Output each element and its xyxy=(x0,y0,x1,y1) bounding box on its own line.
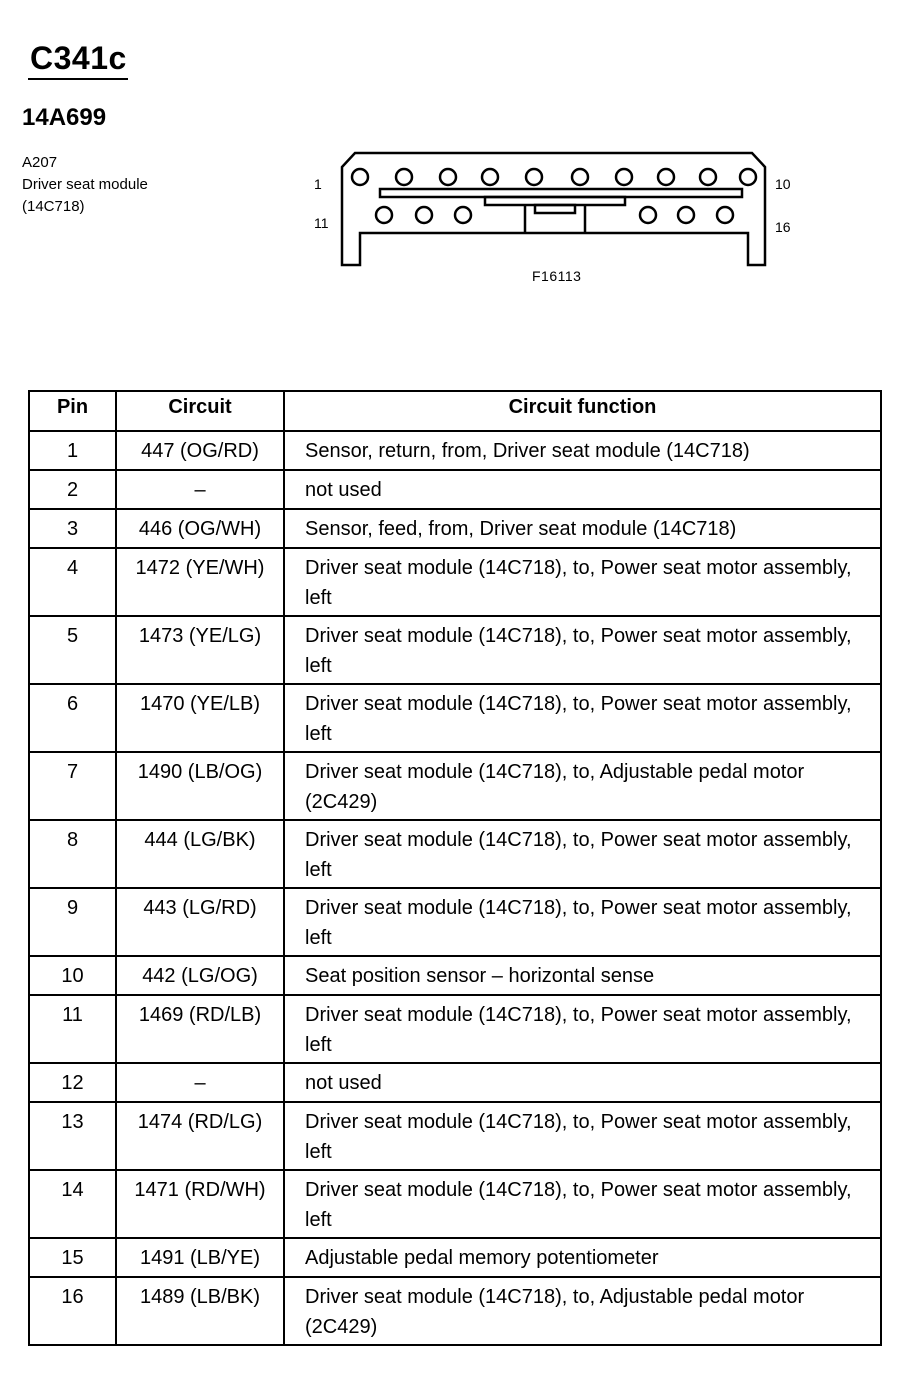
pin-label-11: 11 xyxy=(314,215,329,231)
pin-cell: 4 xyxy=(28,547,117,617)
circuit-cell: 1474 (RD/LG) xyxy=(115,1101,285,1171)
circuit-cell: 1469 (RD/LB) xyxy=(115,994,285,1064)
function-cell: Driver seat module (14C718), to, Power s… xyxy=(283,547,882,617)
table-row: 1 447 (OG/RD) Sensor, return, from, Driv… xyxy=(28,430,882,471)
pin-cell: 3 xyxy=(28,508,117,549)
pin-row-bottom xyxy=(374,205,735,225)
table-row: 15 1491 (LB/YE) Adjustable pedal memory … xyxy=(28,1237,882,1278)
part-number: 14A699 xyxy=(22,104,107,131)
circuit-cell: 1473 (YE/LG) xyxy=(115,615,285,685)
table-row: 11 1469 (RD/LB) Driver seat module (14C7… xyxy=(28,994,882,1064)
function-cell: Seat position sensor – horizontal sense xyxy=(283,955,882,996)
table-row: 4 1472 (YE/WH) Driver seat module (14C71… xyxy=(28,547,882,617)
circuit-cell: 1490 (LB/OG) xyxy=(115,751,285,821)
table-row: 9 443 (LG/RD) Driver seat module (14C718… xyxy=(28,887,882,957)
pin-cell: 8 xyxy=(28,819,117,889)
function-cell: not used xyxy=(283,469,882,510)
header-pin: Pin xyxy=(28,390,117,432)
table-row: 16 1489 (LB/BK) Driver seat module (14C7… xyxy=(28,1276,882,1346)
circuit-cell: 1489 (LB/BK) xyxy=(115,1276,285,1346)
connector-id: C341c xyxy=(30,40,127,76)
circuit-cell: – xyxy=(115,469,285,510)
pin-cell: 9 xyxy=(28,887,117,957)
table-row: 8 444 (LG/BK) Driver seat module (14C718… xyxy=(28,819,882,889)
function-cell: Driver seat module (14C718), to, Power s… xyxy=(283,1101,882,1171)
table-row: 13 1474 (RD/LG) Driver seat module (14C7… xyxy=(28,1101,882,1171)
pin-cell: 11 xyxy=(28,994,117,1064)
function-cell: Driver seat module (14C718), to, Power s… xyxy=(283,1169,882,1239)
pin-cell: 16 xyxy=(28,1276,117,1346)
function-cell: Driver seat module (14C718), to, Adjusta… xyxy=(283,751,882,821)
function-cell: Sensor, feed, from, Driver seat module (… xyxy=(283,508,882,549)
circuit-cell: 443 (LG/RD) xyxy=(115,887,285,957)
header-circuit: Circuit xyxy=(115,390,285,432)
component-code: A207 xyxy=(22,154,58,171)
circuit-cell: 1470 (YE/LB) xyxy=(115,683,285,753)
component-name: Driver seat module xyxy=(22,176,148,193)
table-row: 6 1470 (YE/LB) Driver seat module (14C71… xyxy=(28,683,882,753)
circuit-cell: 444 (LG/BK) xyxy=(115,819,285,889)
pin-cell: 6 xyxy=(28,683,117,753)
function-cell: Driver seat module (14C718), to, Power s… xyxy=(283,994,882,1064)
component-part: (14C718) xyxy=(22,198,85,215)
connector-face-diagram xyxy=(340,151,767,267)
table-row: 10 442 (LG/OG) Seat position sensor – ho… xyxy=(28,955,882,996)
function-cell: Adjustable pedal memory potentiometer xyxy=(283,1237,882,1278)
circuit-cell: – xyxy=(115,1062,285,1103)
table-row: 3 446 (OG/WH) Sensor, feed, from, Driver… xyxy=(28,508,882,549)
pin-row-top xyxy=(350,167,758,187)
function-cell: Driver seat module (14C718), to, Power s… xyxy=(283,615,882,685)
circuit-cell: 1471 (RD/WH) xyxy=(115,1169,285,1239)
pin-table: Pin Circuit Circuit function 1 447 (OG/R… xyxy=(28,390,882,1346)
circuit-cell: 442 (LG/OG) xyxy=(115,955,285,996)
title-underline xyxy=(28,78,128,80)
function-cell: Sensor, return, from, Driver seat module… xyxy=(283,430,882,471)
function-cell: Driver seat module (14C718), to, Power s… xyxy=(283,683,882,753)
circuit-cell: 1472 (YE/WH) xyxy=(115,547,285,617)
table-row: 7 1490 (LB/OG) Driver seat module (14C71… xyxy=(28,751,882,821)
pin-cell: 10 xyxy=(28,955,117,996)
function-cell: Driver seat module (14C718), to, Power s… xyxy=(283,819,882,889)
pin-cell: 15 xyxy=(28,1237,117,1278)
pin-cell: 12 xyxy=(28,1062,117,1103)
pin-cell: 14 xyxy=(28,1169,117,1239)
table-row: 5 1473 (YE/LG) Driver seat module (14C71… xyxy=(28,615,882,685)
header-circuit-function: Circuit function xyxy=(283,390,882,432)
circuit-cell: 446 (OG/WH) xyxy=(115,508,285,549)
function-cell: not used xyxy=(283,1062,882,1103)
component-info: A207 Driver seat module (14C718) xyxy=(22,152,148,218)
table-row: 2 – not used xyxy=(28,469,882,510)
pin-label-1: 1 xyxy=(314,176,322,192)
table-row: 14 1471 (RD/WH) Driver seat module (14C7… xyxy=(28,1169,882,1239)
circuit-cell: 1491 (LB/YE) xyxy=(115,1237,285,1278)
pin-cell: 5 xyxy=(28,615,117,685)
pin-label-16: 16 xyxy=(775,219,791,235)
function-cell: Driver seat module (14C718), to, Power s… xyxy=(283,887,882,957)
circuit-cell: 447 (OG/RD) xyxy=(115,430,285,471)
pin-cell: 7 xyxy=(28,751,117,821)
pin-cell: 2 xyxy=(28,469,117,510)
function-cell: Driver seat module (14C718), to, Adjusta… xyxy=(283,1276,882,1346)
pin-cell: 1 xyxy=(28,430,117,471)
pin-cell: 13 xyxy=(28,1101,117,1171)
table-row: 12 – not used xyxy=(28,1062,882,1103)
table-header-row: Pin Circuit Circuit function xyxy=(28,390,882,432)
pin-label-10: 10 xyxy=(775,176,791,192)
figure-id: F16113 xyxy=(532,268,582,284)
